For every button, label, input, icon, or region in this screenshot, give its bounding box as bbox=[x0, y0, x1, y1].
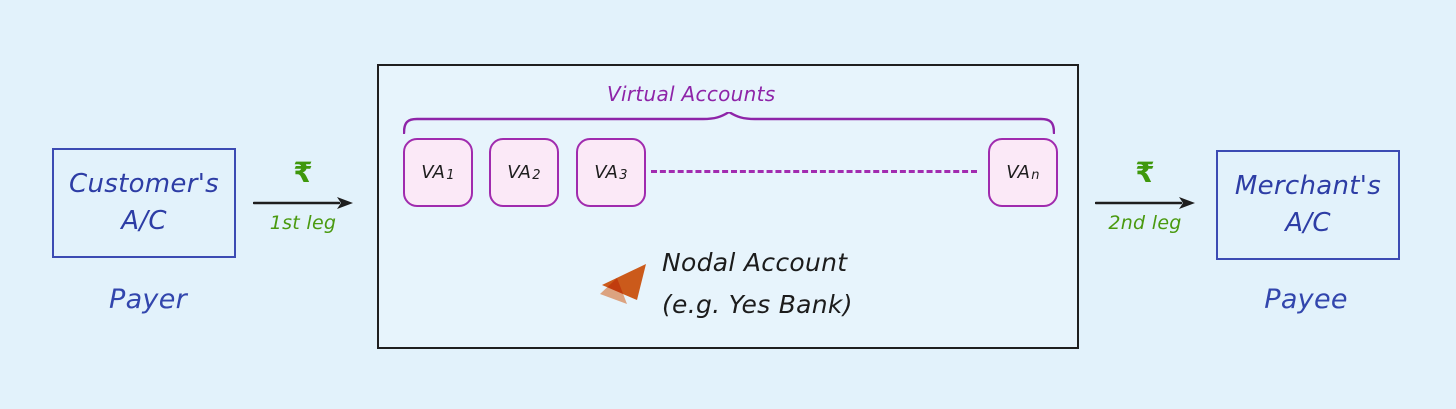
nodal-account-title: Nodal Account bbox=[662, 248, 848, 277]
curly-brace-icon bbox=[403, 112, 1055, 134]
rupee-icon: ₹ bbox=[293, 156, 313, 189]
payer-caption: Payer bbox=[108, 284, 188, 315]
first-leg-transfer: ₹ 1st leg bbox=[251, 156, 355, 234]
van-label: VA bbox=[1006, 162, 1031, 183]
customer-account-label-line1: Customer's bbox=[69, 169, 219, 200]
customer-account-node: Customer's A/C bbox=[52, 148, 236, 258]
va2-label: VA bbox=[507, 162, 532, 183]
payee-caption: Payee bbox=[1264, 284, 1348, 315]
rupee-icon: ₹ bbox=[1135, 156, 1155, 189]
va3-label: VA bbox=[594, 162, 619, 183]
send-triangles-icon bbox=[600, 264, 646, 304]
va2-sub: 2 bbox=[532, 168, 541, 183]
second-leg-transfer: ₹ 2nd leg bbox=[1093, 156, 1197, 234]
second-leg-label: 2nd leg bbox=[1108, 212, 1182, 234]
merchant-account-label-line1: Merchant's bbox=[1234, 171, 1382, 202]
right-arrow-icon bbox=[253, 197, 353, 209]
van-sub: n bbox=[1031, 168, 1040, 183]
nodal-account-subtitle: (e.g. Yes Bank) bbox=[662, 290, 853, 319]
va1-sub: 1 bbox=[446, 168, 455, 183]
first-leg-label: 1st leg bbox=[269, 212, 337, 234]
merchant-account-label-line2: A/C bbox=[1285, 207, 1331, 238]
nodal-account-title-block: Nodal Account (e.g. Yes Bank) bbox=[662, 242, 853, 326]
customer-account-label-line2: A/C bbox=[121, 205, 167, 236]
merchant-account-node: Merchant's A/C bbox=[1216, 150, 1400, 260]
virtual-accounts-label: Virtual Accounts bbox=[607, 82, 776, 106]
ellipsis-dashed-line bbox=[651, 170, 977, 173]
right-arrow-icon bbox=[1095, 197, 1195, 209]
va3-sub: 3 bbox=[619, 168, 628, 183]
va1-label: VA bbox=[421, 162, 446, 183]
